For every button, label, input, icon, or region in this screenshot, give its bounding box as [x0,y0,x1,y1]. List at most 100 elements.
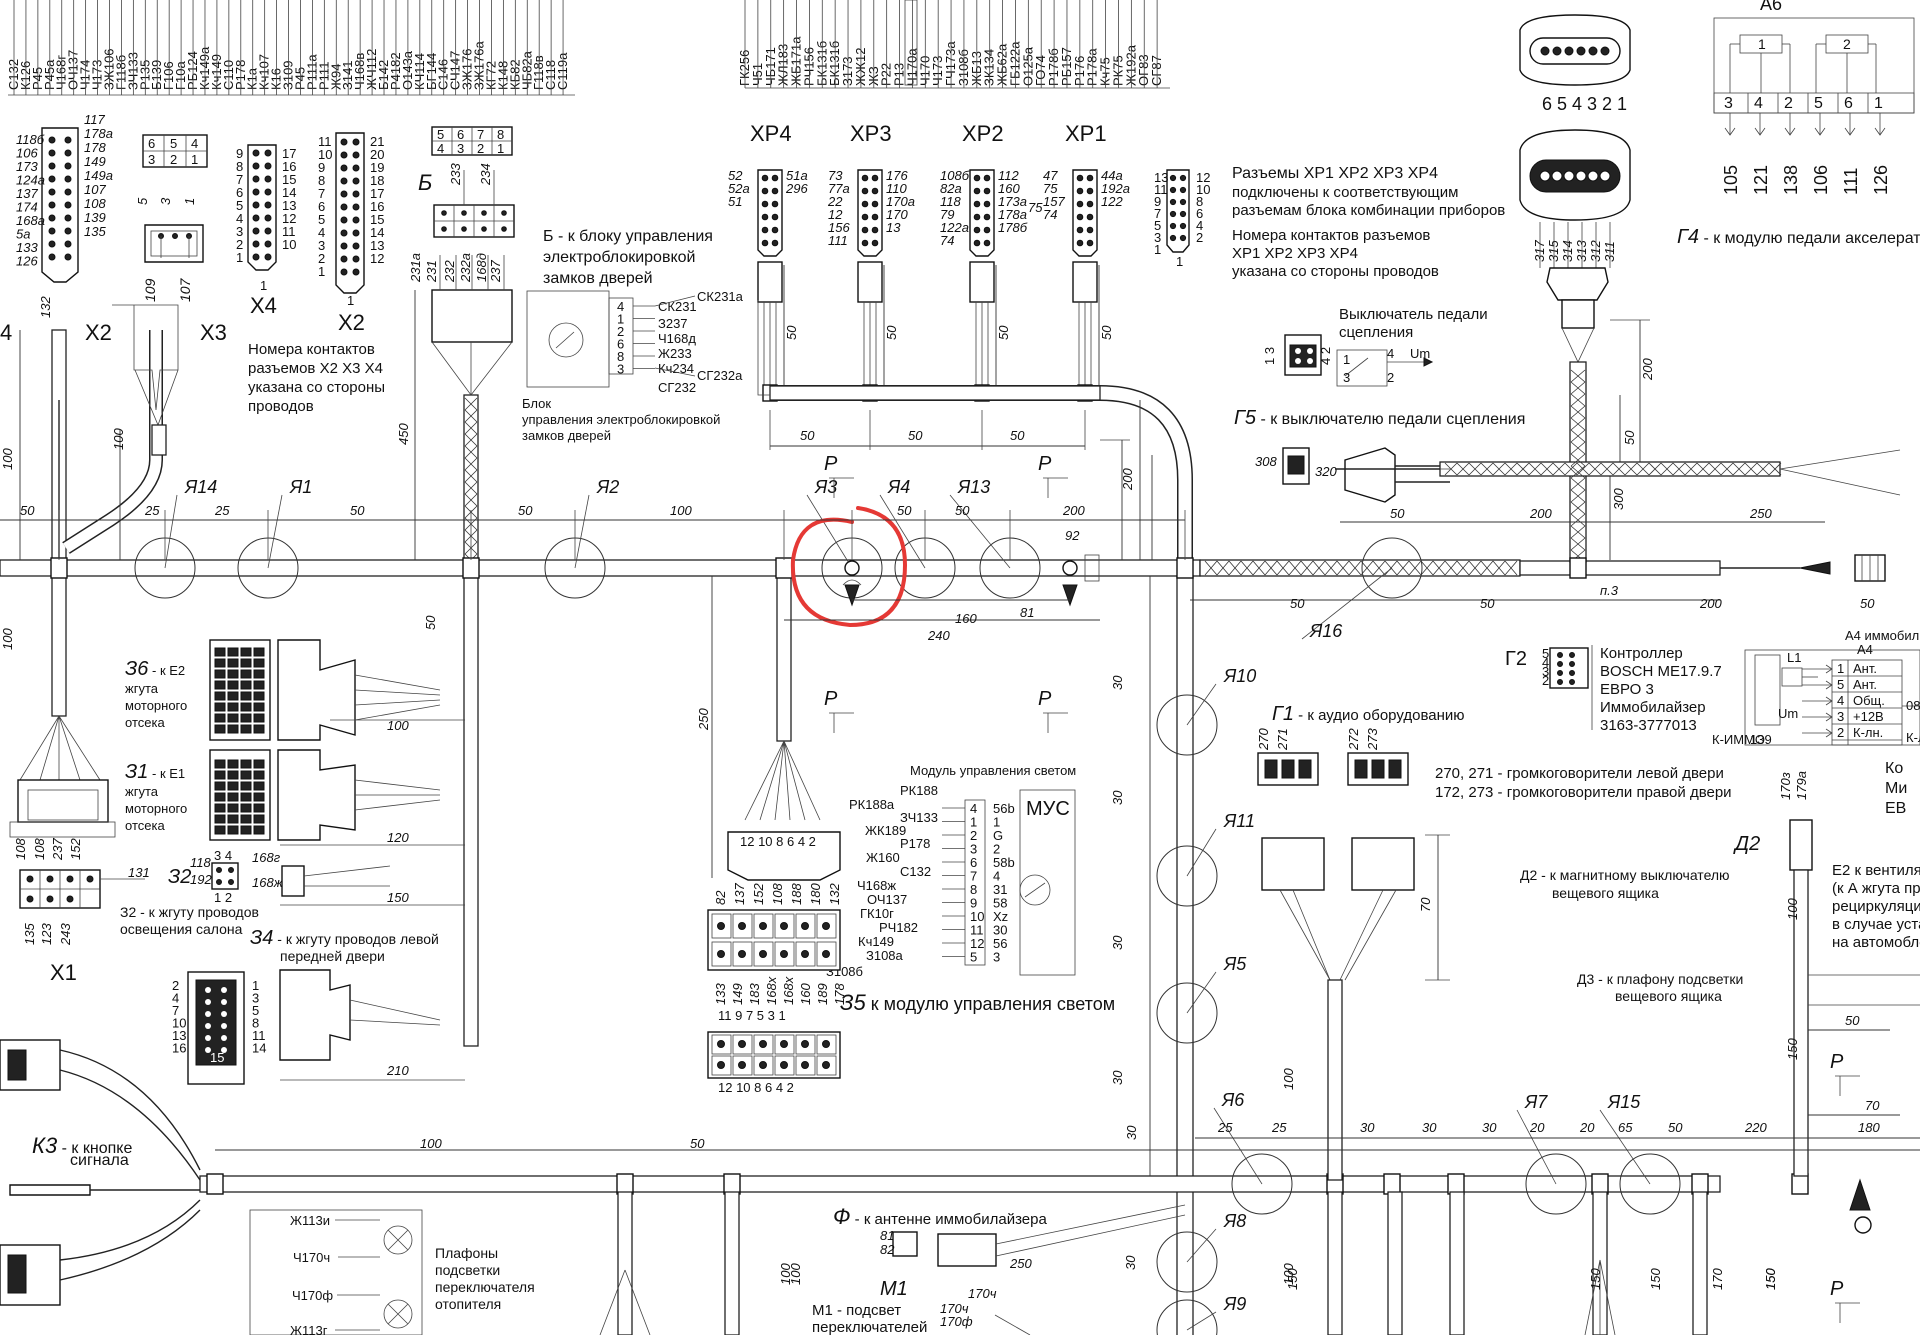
top-wire-13: Г106 [161,61,176,90]
a6-pin-2: 2 [1784,95,1793,112]
g4-dim-300: 300 [1611,488,1626,510]
svg-text:150: 150 [387,890,409,905]
b-wire-231: 231 [424,260,439,283]
z2-bot-wire-135: 135 [22,923,37,945]
xp-pin-176: 176 [886,168,908,183]
b35-wire-b-178: 178 [832,983,847,1005]
d3-text-1: Д3 - к плафону подсветки [1577,971,1743,987]
e1-line4: отсека [125,818,165,833]
clutch-pin-3: 3 [1343,370,1350,385]
xp-pin-44а: 44а [1101,168,1123,183]
b-block-note: Б - к блоку управления электроблокировко… [522,228,744,443]
top-wire-43: ЧБ82а [519,50,534,90]
center-wire-31: ОГ83 [1136,54,1151,86]
z2-connector: З2 3 4 1 2 118 192 168г 168ж 150 З2 - к … [120,848,465,937]
xp-pin-111: 111 [828,233,848,248]
e2-line2: жгута [125,681,159,696]
g2-label: Г2 [1505,648,1527,670]
g4-wire-314: 314 [1560,240,1575,262]
v-dim-30b: 30 [1124,1125,1139,1140]
z4-pin-r-8: 8 [252,1016,259,1031]
top-wire-40: КГ72 [483,61,498,90]
a4-um: Um [1778,706,1798,721]
mus-pin-11: 11 [970,923,984,938]
speakers-right: 172, 273 - громкоговорители правой двери [1435,784,1732,801]
xp-pin-108б: 108б [940,168,970,183]
x1-pin-117: 117 [84,112,105,127]
mus-pin-1: 1 [970,815,977,830]
g2-line-4: 3163-3777013 [1600,717,1697,734]
a4-name: А4 [1857,642,1873,657]
e1-connector: З1 - к Е1 жгута моторного отсека 120 [125,749,465,846]
top-wire-2: Р45 [30,67,45,90]
center-wire-22: О125а [1020,46,1035,86]
a4-edge-kl: К-л [1906,730,1920,745]
svg-text:3: 3 [457,141,464,156]
z4-note-1: З4 - к жгуту проводов левой [250,927,439,949]
z2-wire-118: 118 [190,855,211,870]
mus-func-1: 1 [993,815,1000,830]
center-wire-4: ЖБ171а [789,36,804,86]
svg-text:7: 7 [477,127,484,142]
g4-dim-200: 200 [1640,358,1655,381]
mus-wire-РК188а: РК188а [849,797,895,812]
xp-pin-160: 160 [998,181,1020,196]
center-wire-28: Кч75 [1098,57,1113,86]
xp-label-ХР1: ХР1 [1065,121,1107,146]
trunk-dim-50: 50 [955,503,970,518]
g4-wire-312: 312 [1588,240,1603,262]
mus-wire-С132: С132 [900,864,931,879]
top-wire-5: ОЧ137 [66,50,81,90]
x2-pin-l-11: 11 [318,134,332,149]
x2-pin-l-3: 3 [318,238,325,253]
b35-wire-132: 132 [827,883,842,905]
b35-wire-188: 188 [789,883,804,905]
e1-line2: жгута [125,784,159,799]
a4-pin-1: 1 [1837,661,1844,676]
z4-pin-l-7: 7 [172,1003,179,1018]
center-wire-14: Ч170 [917,56,932,86]
xp-pin-12: 12 [828,207,843,222]
x1-label: Х1 [50,960,77,985]
clutch-pin-2: 2 [1387,370,1394,385]
left-branch-harnesses [9,304,513,1047]
g2-pin-4: 4 [1542,655,1549,670]
g5-label: Г5 - к выключателю педали сцепления [1234,407,1525,429]
top-left-wire-labels: С132К126Р45Р45аЧ168гОЧ137Ч174Ч173ЗЖ106Г1… [6,0,570,95]
x4-pin-l-8: 8 [236,159,243,174]
g4-wire-317: 317 [1532,240,1547,262]
g1-wire-270: 270 [1256,728,1271,751]
main-trunk-harness [0,554,1886,582]
bottom-right-dim-30: 30 [1482,1120,1497,1135]
g1-dim-100: 100 [1281,1068,1296,1090]
top-wire-4: Ч168г [54,55,69,90]
z2-note-1: З2 - к жгуту проводов [120,904,259,920]
center-wire-19: ЗК134 [982,49,997,86]
trunk-dim-50: 50 [518,503,533,518]
x1-pin-168а: 168а [16,213,45,228]
x1-pin-137: 137 [16,186,38,201]
top-wire-11: Р135 [137,60,152,90]
bottom-right-dim-20: 20 [1529,1120,1545,1135]
x1-pin-124а: 124а [16,173,45,188]
a4-sig-0: Ант. [1853,661,1877,676]
mus-func-4: 4 [993,869,1000,884]
xp-pin-52а: 52а [728,181,750,196]
d2-text-1: Д2 - к магнитному выключателю [1520,867,1730,883]
center-wire-9: ЖЖ12 [853,48,868,86]
a6-wire-106: 106 [1811,165,1831,195]
b-note-line1: Б - к блоку управления [543,228,713,245]
bottom-dim-70: 70 [1865,1098,1880,1113]
x2-pin-l-8: 8 [318,173,325,188]
x2-pin-l-7: 7 [318,186,325,201]
bottom-right-dim-220: 220 [1744,1120,1767,1135]
mus-pin-4: 4 [970,801,977,816]
x4-pin-l-7: 7 [236,172,243,187]
section-p-4: Р [1830,1051,1844,1073]
b-block-wire-СГ232: СГ232 [658,380,696,395]
note-p3: п.3 [1600,583,1619,598]
